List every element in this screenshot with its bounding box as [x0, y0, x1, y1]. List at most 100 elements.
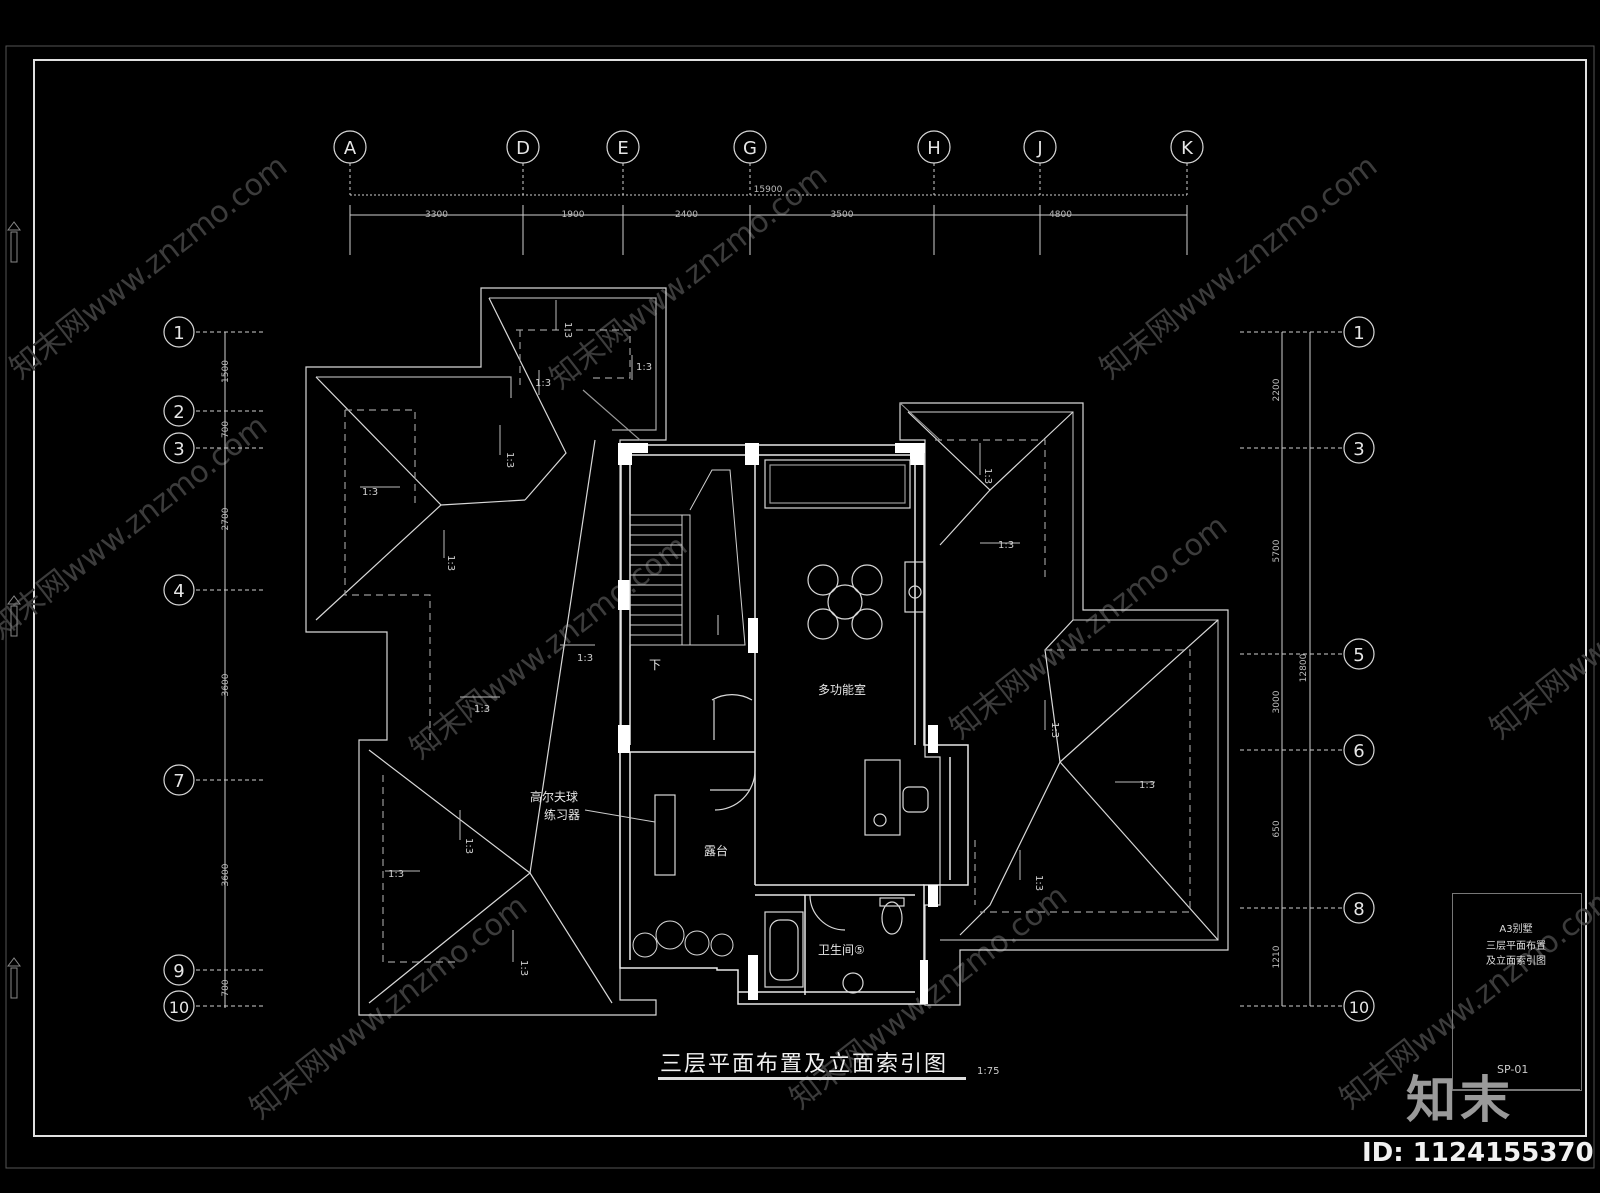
roof-slope-label: 1:3	[1033, 875, 1044, 891]
axis-label: H	[927, 138, 941, 159]
axis-label: J	[1036, 138, 1042, 159]
axis-bubble-J	[1023, 130, 1057, 164]
span-dim: 5700	[1272, 539, 1282, 562]
furniture	[654, 459, 929, 994]
watermark-pattern: 知末网www.znzmo.com 知末网www.znzmo.com 知末网www…	[0, 148, 1600, 1126]
axis-label: D	[516, 138, 530, 159]
axis-bubble-6	[1343, 734, 1375, 766]
title-block-project: A3别墅	[1499, 924, 1533, 935]
axis-bubble-5	[1343, 638, 1375, 670]
axis-bubble-8	[1343, 892, 1375, 924]
axis-bubble-10	[1343, 990, 1375, 1022]
axis-bubble-1	[163, 316, 195, 348]
watermark-text: 知末网www.znzmo.com	[1093, 148, 1384, 386]
watermark-logo: 知末	[1406, 1071, 1514, 1129]
room-bathroom: 卫生间⑤	[818, 943, 865, 957]
axis-bubble-9	[163, 954, 195, 986]
top-grid-lines	[349, 163, 1188, 255]
roof-slope-label: 1:3	[445, 555, 456, 571]
axis-bubble-10	[163, 990, 195, 1022]
title-block-divider	[1452, 1089, 1580, 1090]
total-dim: 12800	[1299, 653, 1309, 682]
axis-bubble-A	[333, 130, 367, 164]
span-dim: 1900	[562, 210, 585, 220]
roof-slope-label: 1:3	[636, 362, 652, 373]
axis-label: 10	[169, 998, 189, 1017]
watermark-text: 知末网www.znzmo.com	[3, 148, 294, 386]
span-dim: 700	[221, 421, 231, 438]
roof-slope-label: 1:3	[518, 960, 529, 976]
watermark-id: ID: 1124155370	[1362, 1138, 1594, 1168]
title-block-name-1: 三层平面布置	[1486, 941, 1546, 952]
building-walls	[619, 444, 969, 1005]
roof-slope-label: 1:3	[1139, 780, 1155, 791]
roof-slope-label: 1:3	[504, 452, 515, 468]
roof-right	[899, 402, 1229, 1006]
axis-bubble-2	[163, 395, 195, 427]
room-multifunction: 多功能室	[818, 683, 867, 697]
section-markers	[7, 221, 21, 999]
span-dim: 700	[221, 979, 231, 996]
shrubs	[632, 920, 734, 958]
span-dim: 1210	[1272, 945, 1282, 968]
roof-slope-label: 1:3	[535, 378, 551, 389]
span-dim: 3300	[425, 210, 448, 220]
axis-label: E	[617, 138, 628, 159]
span-dim: 3500	[831, 210, 854, 220]
axis-bubble-E	[606, 130, 640, 164]
roof-slope-label: 1:3	[388, 869, 404, 880]
drawing-title: 三层平面布置及立面索引图	[660, 1052, 949, 1077]
axis-label: 4	[173, 581, 184, 602]
roof-slope-label: 1:3	[362, 487, 378, 498]
stair-down-label: 下	[649, 658, 662, 672]
roof-slope-label: 1:3	[463, 838, 474, 854]
golf-practice-label-2: 练习器	[544, 808, 581, 822]
axis-label: 3	[1353, 439, 1364, 460]
drawing-border	[33, 59, 1587, 1137]
watermark-text: 知末网www.znzmo.com	[1483, 508, 1600, 746]
span-dim: 650	[1272, 820, 1282, 837]
title-underline	[658, 1077, 966, 1080]
axis-label: 3	[173, 439, 184, 460]
roof-slope-label: 1:3	[577, 653, 593, 664]
axis-label: 1	[1353, 323, 1364, 344]
watermark-text: 知末网www.znzmo.com	[243, 888, 534, 1126]
watermark-text: 知末网www.znzmo.com	[543, 158, 834, 396]
wall-columns	[618, 443, 938, 1004]
axis-label: A	[344, 138, 357, 159]
axis-bubble-G	[733, 130, 767, 164]
roof-left	[305, 287, 667, 1016]
axis-label: K	[1181, 138, 1194, 159]
span-dim: 2700	[221, 507, 231, 530]
axis-label: 2	[173, 402, 184, 423]
axis-label: 10	[1349, 998, 1369, 1017]
roof-slope-label: 1:3	[982, 468, 993, 484]
golf-practice-label-1: 高尔夫球	[530, 790, 579, 804]
span-dim: 3000	[1272, 690, 1282, 713]
roof-slope-label: 1:3	[474, 704, 490, 715]
axis-bubble-D	[506, 130, 540, 164]
axis-label: 5	[1353, 645, 1364, 666]
span-dim: 2400	[675, 210, 698, 220]
axis-bubble-H	[917, 130, 951, 164]
sheet-number: SP-01	[1497, 1063, 1529, 1076]
axis-label: 8	[1353, 899, 1364, 920]
axis-bubble-3	[1343, 432, 1375, 464]
axis-bubble-K	[1170, 130, 1204, 164]
span-dim: 4800	[1049, 210, 1072, 220]
drawing-scale: 1:75	[977, 1066, 1000, 1077]
span-dim: 3600	[221, 863, 231, 886]
title-block-name-2: 及立面索引图	[1486, 956, 1546, 967]
span-dim: 3600	[221, 673, 231, 696]
axis-label: 9	[173, 961, 184, 982]
watermark-text: 知末网www.znzmo.com	[783, 878, 1074, 1116]
total-dim: 15900	[754, 185, 783, 195]
span-dim: 1500	[221, 360, 231, 383]
axis-bubble-7	[163, 764, 195, 796]
staircase	[629, 469, 746, 646]
axis-bubble-1	[1343, 316, 1375, 348]
outer-sheet-frame	[5, 45, 1595, 1169]
